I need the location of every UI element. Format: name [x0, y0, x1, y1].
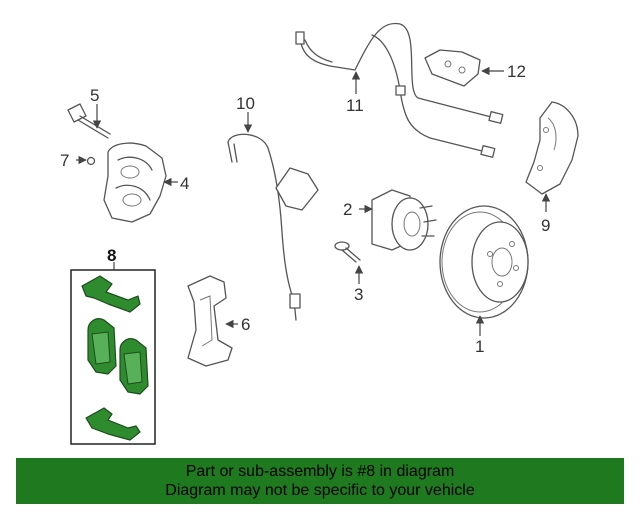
brake-line-assembly	[295, 22, 504, 158]
callout-1: 1	[475, 337, 484, 356]
callout-4: 4	[180, 174, 189, 193]
parts-diagram: 5 7 4 8 10 11 12 2 3 6 1 9	[60, 22, 579, 445]
bolt	[67, 103, 111, 139]
callout-12: 12	[507, 62, 526, 81]
brake-pad-kit	[81, 275, 149, 441]
callout-11: 11	[346, 96, 364, 115]
wheel-stud	[334, 241, 361, 263]
pad-clip-upper	[81, 275, 141, 313]
caliper-bracket	[187, 275, 233, 367]
info-banner: Part or sub-assembly is #8 in diagram Di…	[16, 458, 624, 504]
splash-shield	[525, 101, 579, 195]
banner-line-2: Diagram may not be specific to your vehi…	[165, 482, 475, 499]
callout-8: 8	[107, 246, 116, 265]
bracket	[424, 49, 481, 87]
callout-3: 3	[354, 285, 363, 304]
pad-clip-lower	[85, 407, 141, 441]
callout-9: 9	[541, 216, 550, 235]
callout-6: 6	[241, 315, 250, 334]
nut	[86, 156, 96, 166]
banner-line-1: Part or sub-assembly is #8 in diagram	[185, 463, 455, 480]
rotor	[439, 205, 529, 319]
callout-7: 7	[60, 151, 69, 170]
callout-2: 2	[343, 200, 352, 219]
callout-5: 5	[90, 86, 99, 105]
leader-lines	[76, 66, 551, 336]
callout-10: 10	[236, 94, 255, 113]
wheel-speed-sensor	[227, 133, 319, 321]
hub-bearing	[371, 189, 437, 251]
caliper	[103, 142, 167, 223]
